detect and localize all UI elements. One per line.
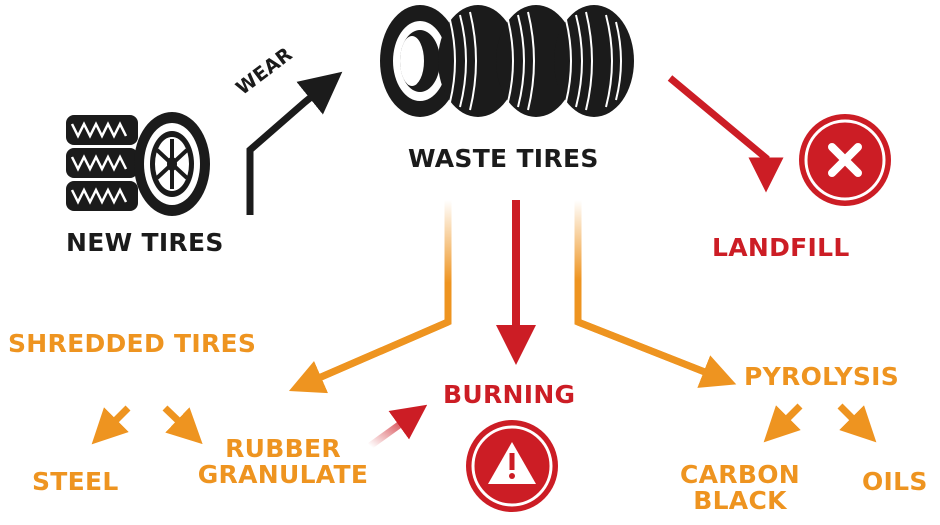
x-circle-icon <box>799 114 891 206</box>
carbon-black-arrow <box>763 403 803 443</box>
granulate-to-burning-arrow <box>367 404 428 449</box>
warning-triangle-icon <box>466 420 558 512</box>
rubber-granulate-label: RUBBER GRANULATE <box>197 434 369 490</box>
pyrolysis-label: PYROLYSIS <box>744 362 900 391</box>
waste-tires-label: WASTE TIRES <box>408 144 599 173</box>
new-tires-label: NEW TIRES <box>66 228 224 257</box>
carbon-black-label: CARBON BLACK <box>680 460 800 516</box>
shredded-tires-label: SHREDDED TIRES <box>8 329 257 358</box>
steel-arrow <box>91 405 131 445</box>
landfill-label: LANDFILL <box>712 233 850 262</box>
oils-arrow <box>837 403 877 443</box>
rubber-granulate-arrow <box>162 405 203 445</box>
burning-label: BURNING <box>443 380 576 409</box>
stacked-tires-icon <box>66 112 210 216</box>
steel-label: STEEL <box>32 467 119 496</box>
waste-tires-row-icon <box>380 5 634 117</box>
wear-arrow <box>246 71 343 215</box>
landfill-arrow <box>667 75 784 193</box>
oils-label: OILS <box>862 467 928 496</box>
